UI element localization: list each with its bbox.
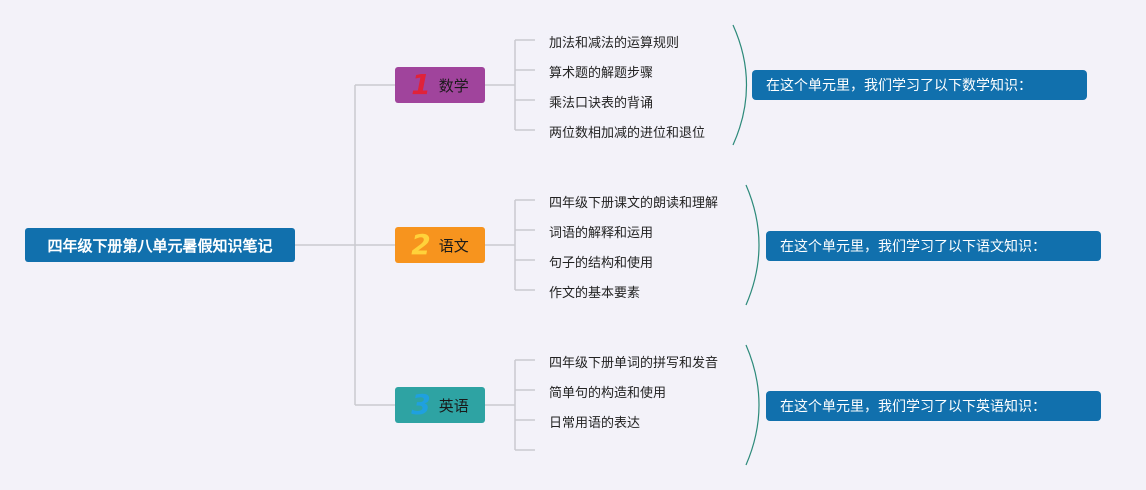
leaf-item[interactable]: 算术题的解题步骤 bbox=[549, 66, 654, 81]
leaf-item[interactable]: 四年级下册单词的拼写和发音 bbox=[549, 356, 719, 371]
summary-text: 在这个单元里，我们学习了以下语文知识： bbox=[780, 239, 1046, 255]
summary-english[interactable]: 在这个单元里，我们学习了以下英语知识： bbox=[766, 391, 1101, 421]
branch-label: 语文 bbox=[438, 236, 469, 255]
branch-label: 数学 bbox=[438, 76, 469, 95]
brace-2 bbox=[745, 184, 760, 306]
leaf-item[interactable]: 词语的解释和运用 bbox=[549, 226, 654, 241]
leaf-item[interactable]: 作文的基本要素 bbox=[549, 286, 641, 301]
root-topic[interactable]: 四年级下册第八单元暑假知识笔记 bbox=[25, 228, 295, 262]
leaf-item[interactable]: 两位数相加减的进位和退位 bbox=[549, 126, 706, 141]
summary-text: 在这个单元里，我们学习了以下英语知识： bbox=[780, 399, 1046, 415]
brace-3 bbox=[745, 344, 760, 466]
summary-text: 在这个单元里，我们学习了以下数学知识： bbox=[766, 78, 1032, 94]
leaf-item[interactable]: 四年级下册课文的朗读和理解 bbox=[549, 196, 719, 211]
leaf-item[interactable]: 句子的结构和使用 bbox=[549, 256, 654, 271]
leaf-item[interactable]: 加法和减法的运算规则 bbox=[549, 36, 680, 51]
brace-1 bbox=[732, 24, 748, 146]
leaf-item[interactable]: 乘法口诀表的背诵 bbox=[549, 96, 654, 111]
branch-number: 2 bbox=[411, 228, 431, 261]
branch-number: 3 bbox=[411, 388, 431, 421]
summary-math[interactable]: 在这个单元里，我们学习了以下数学知识： bbox=[752, 70, 1087, 100]
branch-math[interactable]: 1 数学 bbox=[395, 67, 485, 103]
root-title: 四年级下册第八单元暑假知识笔记 bbox=[47, 236, 273, 255]
leaf-item[interactable]: 简单句的构造和使用 bbox=[549, 386, 667, 401]
summary-chinese[interactable]: 在这个单元里，我们学习了以下语文知识： bbox=[766, 231, 1101, 261]
leaf-item[interactable]: 日常用语的表达 bbox=[549, 416, 641, 431]
branch-number: 1 bbox=[411, 68, 431, 101]
branch-label: 英语 bbox=[438, 396, 469, 415]
branch-chinese[interactable]: 2 语文 bbox=[395, 227, 485, 263]
branch-english[interactable]: 3 英语 bbox=[395, 387, 485, 423]
